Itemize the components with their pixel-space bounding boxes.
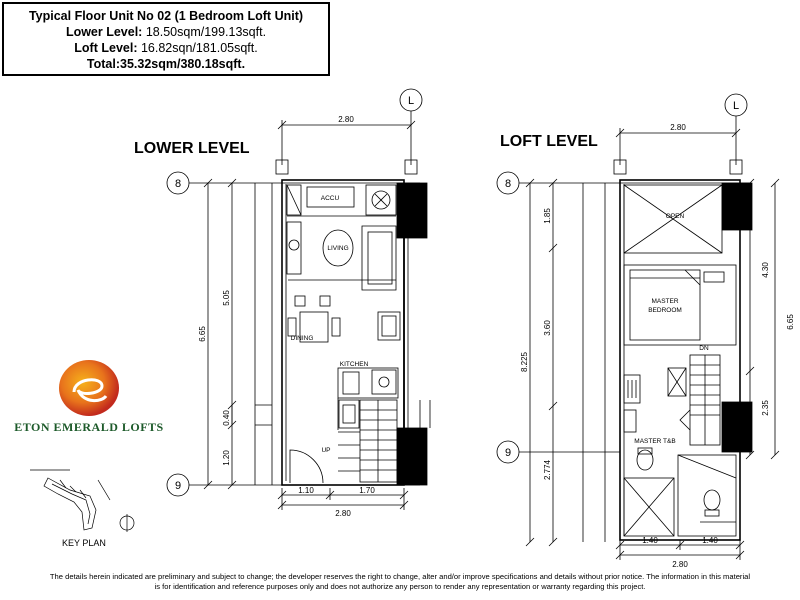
disclaimer-line-1: The details herein indicated are prelimi… (49, 572, 751, 581)
room-label-master-1: MASTER (651, 298, 678, 305)
room-label-living: LIVING (327, 245, 348, 252)
open-to-below (623, 184, 723, 254)
lower-level-title: LOWER LEVEL (134, 140, 250, 157)
disclaimer-line-2: is for identification and reference purp… (154, 582, 646, 591)
lower-level-plan (166, 88, 431, 510)
column-upper-loft (721, 182, 753, 231)
refrigerator (377, 311, 401, 341)
disclaimer: The details herein indicated are prelimi… (0, 572, 800, 592)
loft-area-label: Loft Level: (74, 41, 138, 55)
loft-area-value: 16.82sqn/181.05sqft. (137, 41, 258, 55)
lavatory (623, 409, 637, 433)
brand-logo: ETON EMERALD LOFTS (14, 358, 164, 438)
lower-dim-left-a: 5.05 (222, 290, 231, 306)
loft-dim-left-c: 2.774 (543, 459, 552, 480)
grid-label-l-lower: L (408, 95, 414, 107)
lower-dim-left-total: 6.65 (198, 326, 207, 342)
lower-dim-bottom-total: 2.80 (335, 509, 351, 518)
loft-level-title: LOFT LEVEL (500, 133, 598, 150)
kitchen-counter (337, 367, 399, 399)
column-upper-lower (396, 182, 428, 239)
unit-info-box: Typical Floor Unit No 02 (1 Bedroom Loft… (2, 2, 330, 76)
room-label-up: UP (321, 447, 330, 454)
eton-e-logo-icon (59, 360, 119, 416)
loft-area: Loft Level: 16.82sqn/181.05sqft. (4, 40, 328, 56)
living-table (322, 229, 354, 267)
key-plan-label: KEY PLAN (62, 538, 106, 548)
loft-dim-left-total: 8.225 (520, 351, 529, 372)
dining-table (299, 311, 329, 343)
brand-name: ETON EMERALD LOFTS (14, 420, 164, 434)
lower-area-value: 18.50sqm/199.13sqft. (142, 25, 267, 39)
unit-title: Typical Floor Unit No 02 (1 Bedroom Loft… (28, 9, 304, 23)
room-label-master-2: BEDROOM (648, 307, 682, 314)
master-bed (629, 269, 701, 341)
loft-level-plan (496, 93, 780, 560)
loft-dim-bottom-b: 1.40 (702, 536, 718, 545)
lower-dim-top: 2.80 (338, 115, 354, 124)
lower-area-label: Lower Level: (65, 25, 143, 39)
loft-dim-right-total: 6.65 (786, 314, 795, 330)
room-label-master-tb: MASTER T&B (634, 438, 675, 445)
room-label-accu: ACCU (321, 195, 340, 202)
lower-dim-bottom-b: 1.70 (359, 486, 375, 495)
loft-dim-left-a: 1.85 (543, 208, 552, 224)
loft-dim-left-b: 3.60 (543, 320, 552, 336)
column-lower-lower (396, 427, 428, 486)
grid-label-9-lower: 9 (175, 480, 181, 492)
lower-dim-left-c: 1.20 (222, 450, 231, 466)
key-plan-graphic (30, 469, 135, 532)
room-label-dn: DN (699, 345, 709, 352)
water-heater (365, 184, 397, 216)
accu-unit (306, 186, 355, 208)
loft-dim-bottom-total: 2.80 (672, 560, 688, 569)
room-label-kitchen: KITCHEN (340, 361, 369, 368)
room-label-dining: DINING (291, 335, 314, 342)
lower-area: Lower Level: 18.50sqm/199.13sqft. (4, 24, 328, 40)
grid-label-8-lower: 8 (175, 178, 181, 190)
sofa (361, 225, 397, 291)
toilet (636, 449, 654, 471)
loft-dim-right-b: 2.35 (761, 400, 770, 416)
lower-dim-left-b: 0.40 (222, 410, 231, 426)
grid-label-9-loft: 9 (505, 447, 511, 459)
loft-dim-right-a: 4.30 (761, 262, 770, 278)
lower-stair (338, 399, 398, 483)
loft-dim-bottom-a: 1.40 (642, 536, 658, 545)
entry-door (289, 449, 324, 484)
loft-dim-top: 2.80 (670, 123, 686, 132)
tv-console (286, 221, 302, 275)
room-label-open: OPEN (666, 213, 685, 220)
column-lower-loft (721, 401, 753, 453)
lower-dim-bottom-a: 1.10 (298, 486, 314, 495)
shower-area (623, 477, 675, 537)
grid-label-8-loft: 8 (505, 178, 511, 190)
total-area: Total:35.32sqm/380.18sqft. (86, 57, 246, 71)
loft-stair (679, 354, 721, 446)
grid-label-l-loft: L (733, 100, 739, 112)
